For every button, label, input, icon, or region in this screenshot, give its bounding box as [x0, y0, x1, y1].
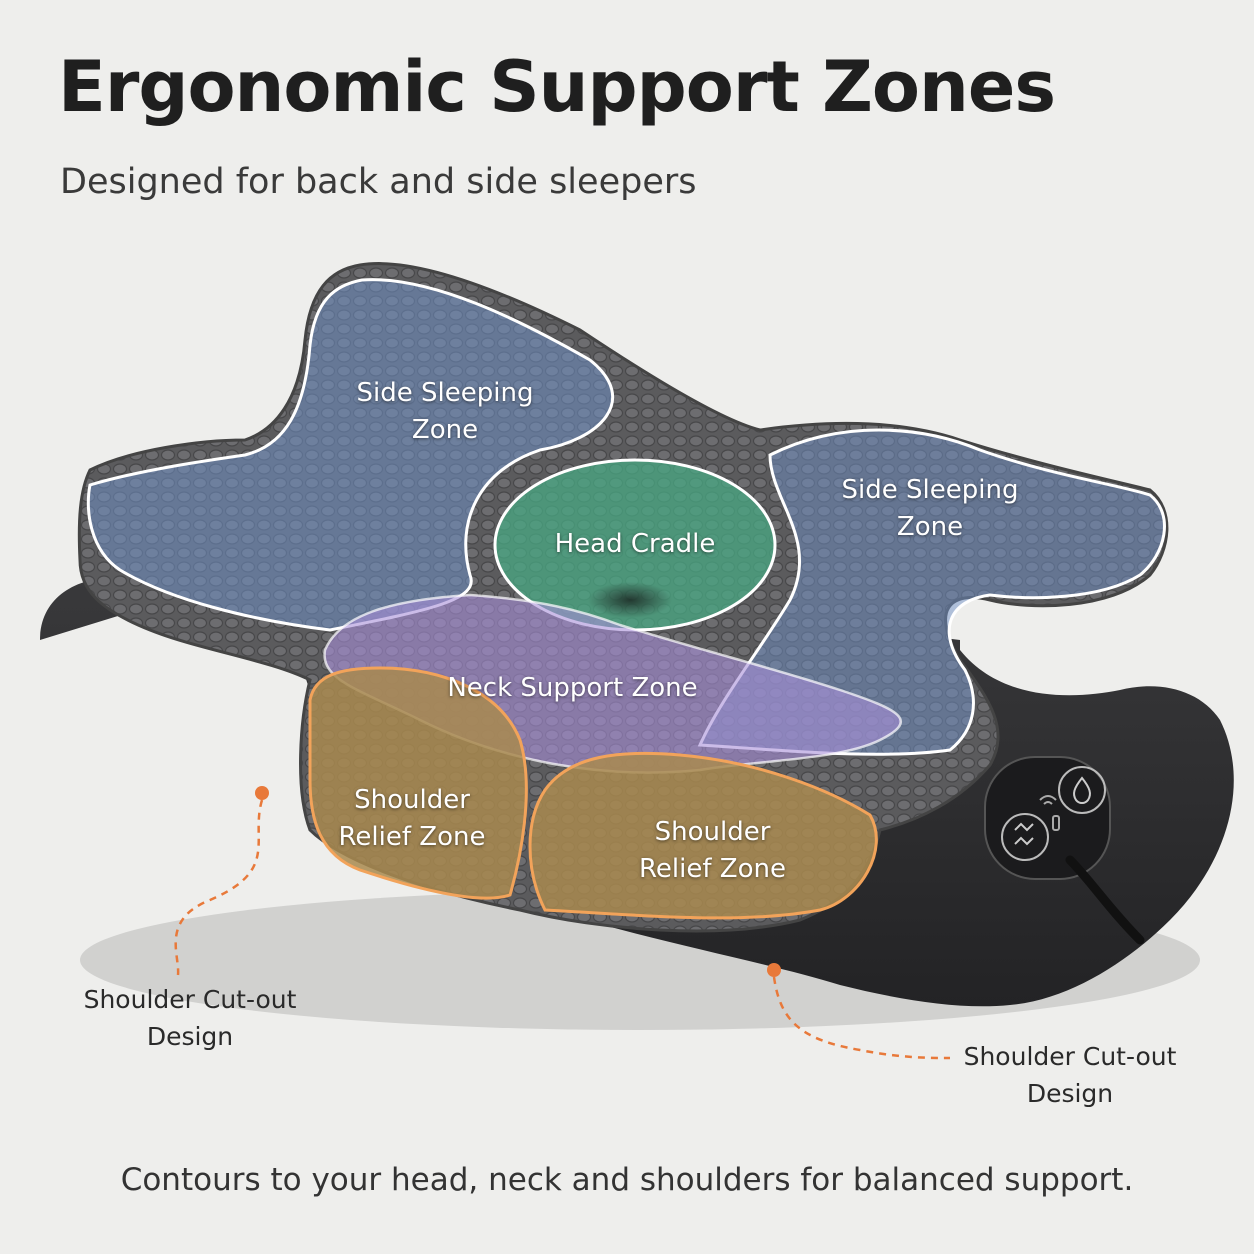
side-sleeping-zone-right-label: Side Sleeping Zone	[841, 475, 1019, 542]
wireless-icon	[1039, 795, 1057, 805]
neck-support-zone-label: Neck Support Zone	[447, 673, 698, 703]
side-sleeping-zone-left-label: Side Sleeping Zone	[356, 378, 534, 445]
shoulder-relief-zone-left	[308, 666, 528, 900]
vibration-icon	[1001, 813, 1049, 861]
control-panel	[984, 756, 1111, 880]
callout-right-connector	[767, 963, 951, 1060]
shoulder-relief-zone-left-label: Shoulder Relief Zone	[338, 785, 486, 852]
callout-left-connector	[174, 786, 269, 976]
shoulder-relief-zone-right	[528, 751, 878, 920]
side-sleeping-zone-left	[86, 278, 614, 632]
power-cable	[1065, 855, 1145, 945]
callout-left: Shoulder Cut-out Design	[83, 985, 297, 1051]
head-cradle-label: Head Cradle	[554, 529, 716, 559]
page-title: Ergonomic Support Zones	[58, 46, 1056, 128]
power-cable-icon	[1052, 815, 1060, 831]
callout-right: Shoulder Cut-out Design	[963, 1042, 1177, 1108]
cradle-dimple	[588, 582, 672, 618]
page-subtitle: Designed for back and side sleepers	[60, 162, 697, 202]
heat-flame-icon	[1058, 766, 1106, 814]
footer-caption: Contours to your head, neck and shoulder…	[120, 1162, 1134, 1198]
shoulder-relief-zone-right-label: Shoulder Relief Zone	[639, 817, 786, 884]
